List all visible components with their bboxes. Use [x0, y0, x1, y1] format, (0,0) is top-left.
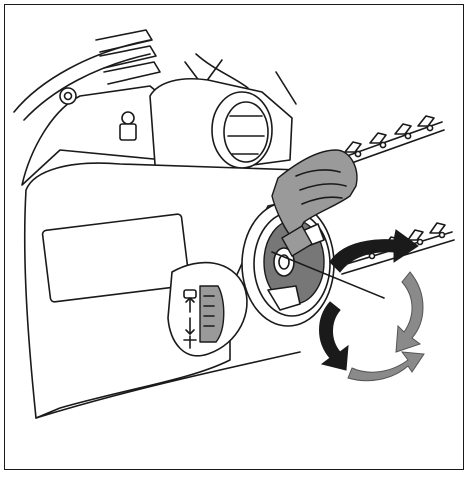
cover-lock-panel	[168, 263, 247, 356]
rotate-arrows-icon	[320, 230, 425, 381]
